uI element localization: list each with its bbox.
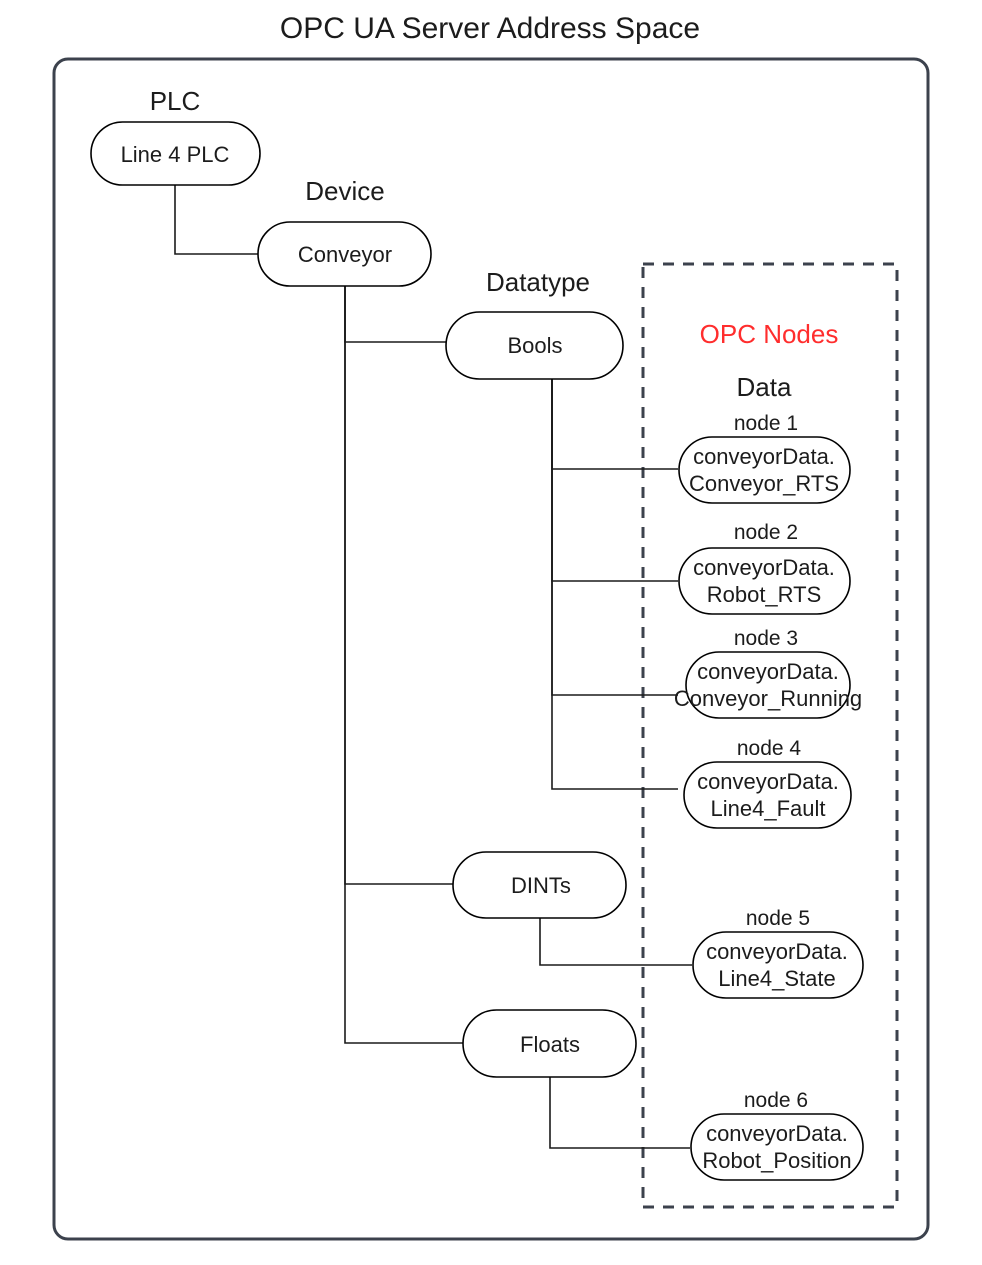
opc-node-5[interactable]: conveyorData. Line4_State	[692, 931, 864, 999]
edge-bools-to-node2	[551, 379, 678, 582]
opc-node-1-line1: conveyorData.	[693, 444, 835, 469]
edge-bools-to-node3	[551, 379, 678, 696]
opc-node-5-line1: conveyorData.	[706, 939, 848, 964]
opc-node-3[interactable]: conveyorData. Conveyor_Running	[674, 651, 862, 719]
opc-node-2[interactable]: conveyorData. Robot_RTS	[678, 547, 851, 615]
opc-node-caption-1: node 1	[734, 412, 798, 435]
node-datatype-floats[interactable]: Floats	[462, 1009, 637, 1078]
group-label-data: Data	[737, 372, 792, 402]
opc-node-caption-4: node 4	[737, 737, 802, 760]
node-device-label: Conveyor	[298, 242, 392, 267]
group-label-plc: PLC	[150, 86, 201, 116]
node-plc[interactable]: Line 4 PLC	[90, 121, 261, 186]
edge-bools-to-node1	[551, 379, 678, 470]
edge-conveyor-to-bools	[344, 286, 446, 343]
node-device-shape[interactable]	[257, 221, 432, 287]
opc-node-2-shape[interactable]	[678, 547, 851, 615]
opc-node-6-line2: Robot_Position	[702, 1148, 851, 1173]
node-datatype-bools[interactable]: Bools	[445, 311, 624, 380]
opc-node-3-line1: conveyorData.	[697, 659, 839, 684]
node-plc-label: Line 4 PLC	[121, 142, 230, 167]
opc-node-4-line1: conveyorData.	[697, 769, 839, 794]
node-device-conveyor[interactable]: Conveyor	[257, 221, 432, 287]
opc-node-6[interactable]: conveyorData. Robot_Position	[690, 1113, 864, 1181]
opc-node-5-shape[interactable]	[692, 931, 864, 999]
opc-node-6-shape[interactable]	[690, 1113, 864, 1181]
opc-nodes-frame	[641, 262, 899, 1209]
group-label-opc-nodes: OPC Nodes	[700, 319, 839, 349]
group-label-datatype: Datatype	[486, 267, 590, 297]
node-datatype-floats-label: Floats	[520, 1032, 580, 1057]
opc-node-caption-6: node 6	[744, 1089, 808, 1112]
node-datatype-dints-label: DINTs	[511, 873, 571, 898]
opc-node-2-line2: Robot_RTS	[707, 582, 822, 607]
opc-node-1-line2: Conveyor_RTS	[689, 471, 839, 496]
group-label-device: Device	[305, 176, 384, 206]
opc-node-4[interactable]: conveyorData. Line4_Fault	[683, 761, 852, 829]
edge-conveyor-to-dints	[344, 286, 453, 885]
opc-node-3-shape[interactable]	[685, 651, 851, 719]
opc-node-caption-5: node 5	[746, 907, 810, 930]
opc-node-4-line2: Line4_Fault	[711, 796, 826, 821]
node-datatype-bools-shape[interactable]	[445, 311, 624, 380]
opc-node-1-shape[interactable]	[678, 436, 851, 504]
opc-node-5-line2: Line4_State	[718, 966, 835, 991]
opc-node-caption-3: node 3	[734, 627, 798, 650]
node-datatype-bools-label: Bools	[507, 333, 562, 358]
edge-conveyor-to-floats	[344, 286, 463, 1044]
node-datatype-dints-shape[interactable]	[452, 851, 627, 919]
opc-node-6-line1: conveyorData.	[706, 1121, 848, 1146]
opc-node-4-shape[interactable]	[683, 761, 852, 829]
opc-node-2-line1: conveyorData.	[693, 555, 835, 580]
edge-bools-to-node4	[551, 379, 678, 790]
page-title: OPC UA Server Address Space	[280, 12, 700, 45]
node-plc-shape[interactable]	[90, 121, 261, 186]
edge-plc-to-conveyor	[174, 185, 258, 255]
edge-floats-to-node6	[549, 1077, 690, 1149]
opc-node-1[interactable]: conveyorData. Conveyor_RTS	[678, 436, 851, 504]
opc-node-3-line2: Conveyor_Running	[674, 686, 862, 711]
edge-dints-to-node5	[539, 918, 692, 966]
server-address-space-frame	[52, 57, 930, 1241]
node-datatype-dints[interactable]: DINTs	[452, 851, 627, 919]
node-datatype-floats-shape[interactable]	[462, 1009, 637, 1078]
opc-node-caption-2: node 2	[734, 521, 798, 544]
